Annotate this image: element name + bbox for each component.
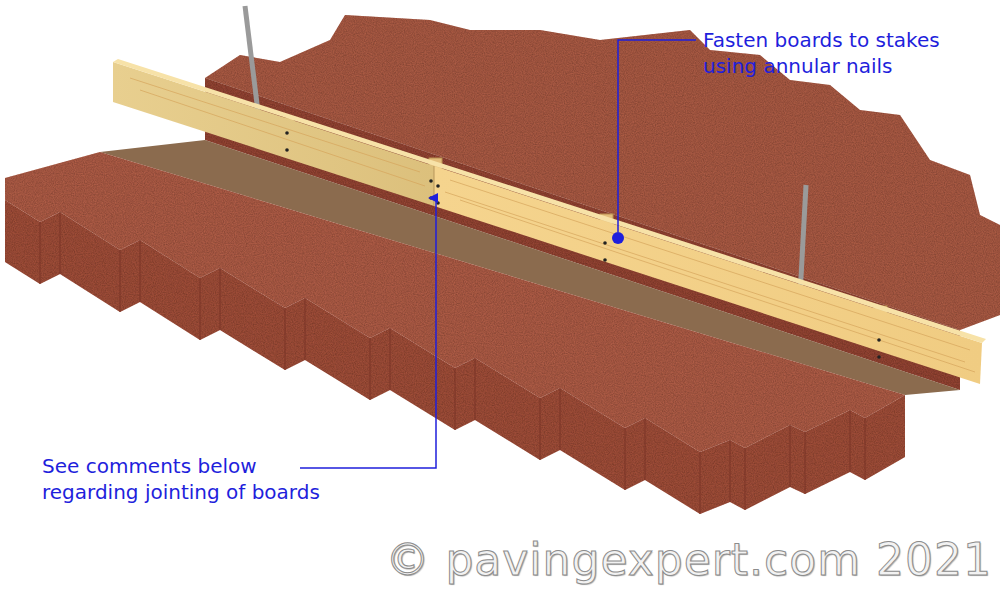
metal-pin — [245, 6, 258, 112]
watermark: © pavingexpert.com 2021 — [385, 534, 992, 586]
leader-dot — [612, 232, 624, 244]
callout-note: Fasten boards to stakes using annular na… — [703, 27, 973, 79]
nail-heads — [285, 131, 881, 359]
timber-board — [434, 166, 982, 384]
leader-arrow — [300, 198, 436, 468]
wood-grain — [130, 78, 975, 372]
callout-note: See comments below regarding jointing of… — [42, 453, 342, 505]
slab-edges — [40, 212, 865, 514]
board-joint — [434, 166, 435, 206]
board-top-edge — [113, 59, 986, 343]
leader-line — [618, 40, 696, 232]
timber-board — [113, 62, 434, 206]
